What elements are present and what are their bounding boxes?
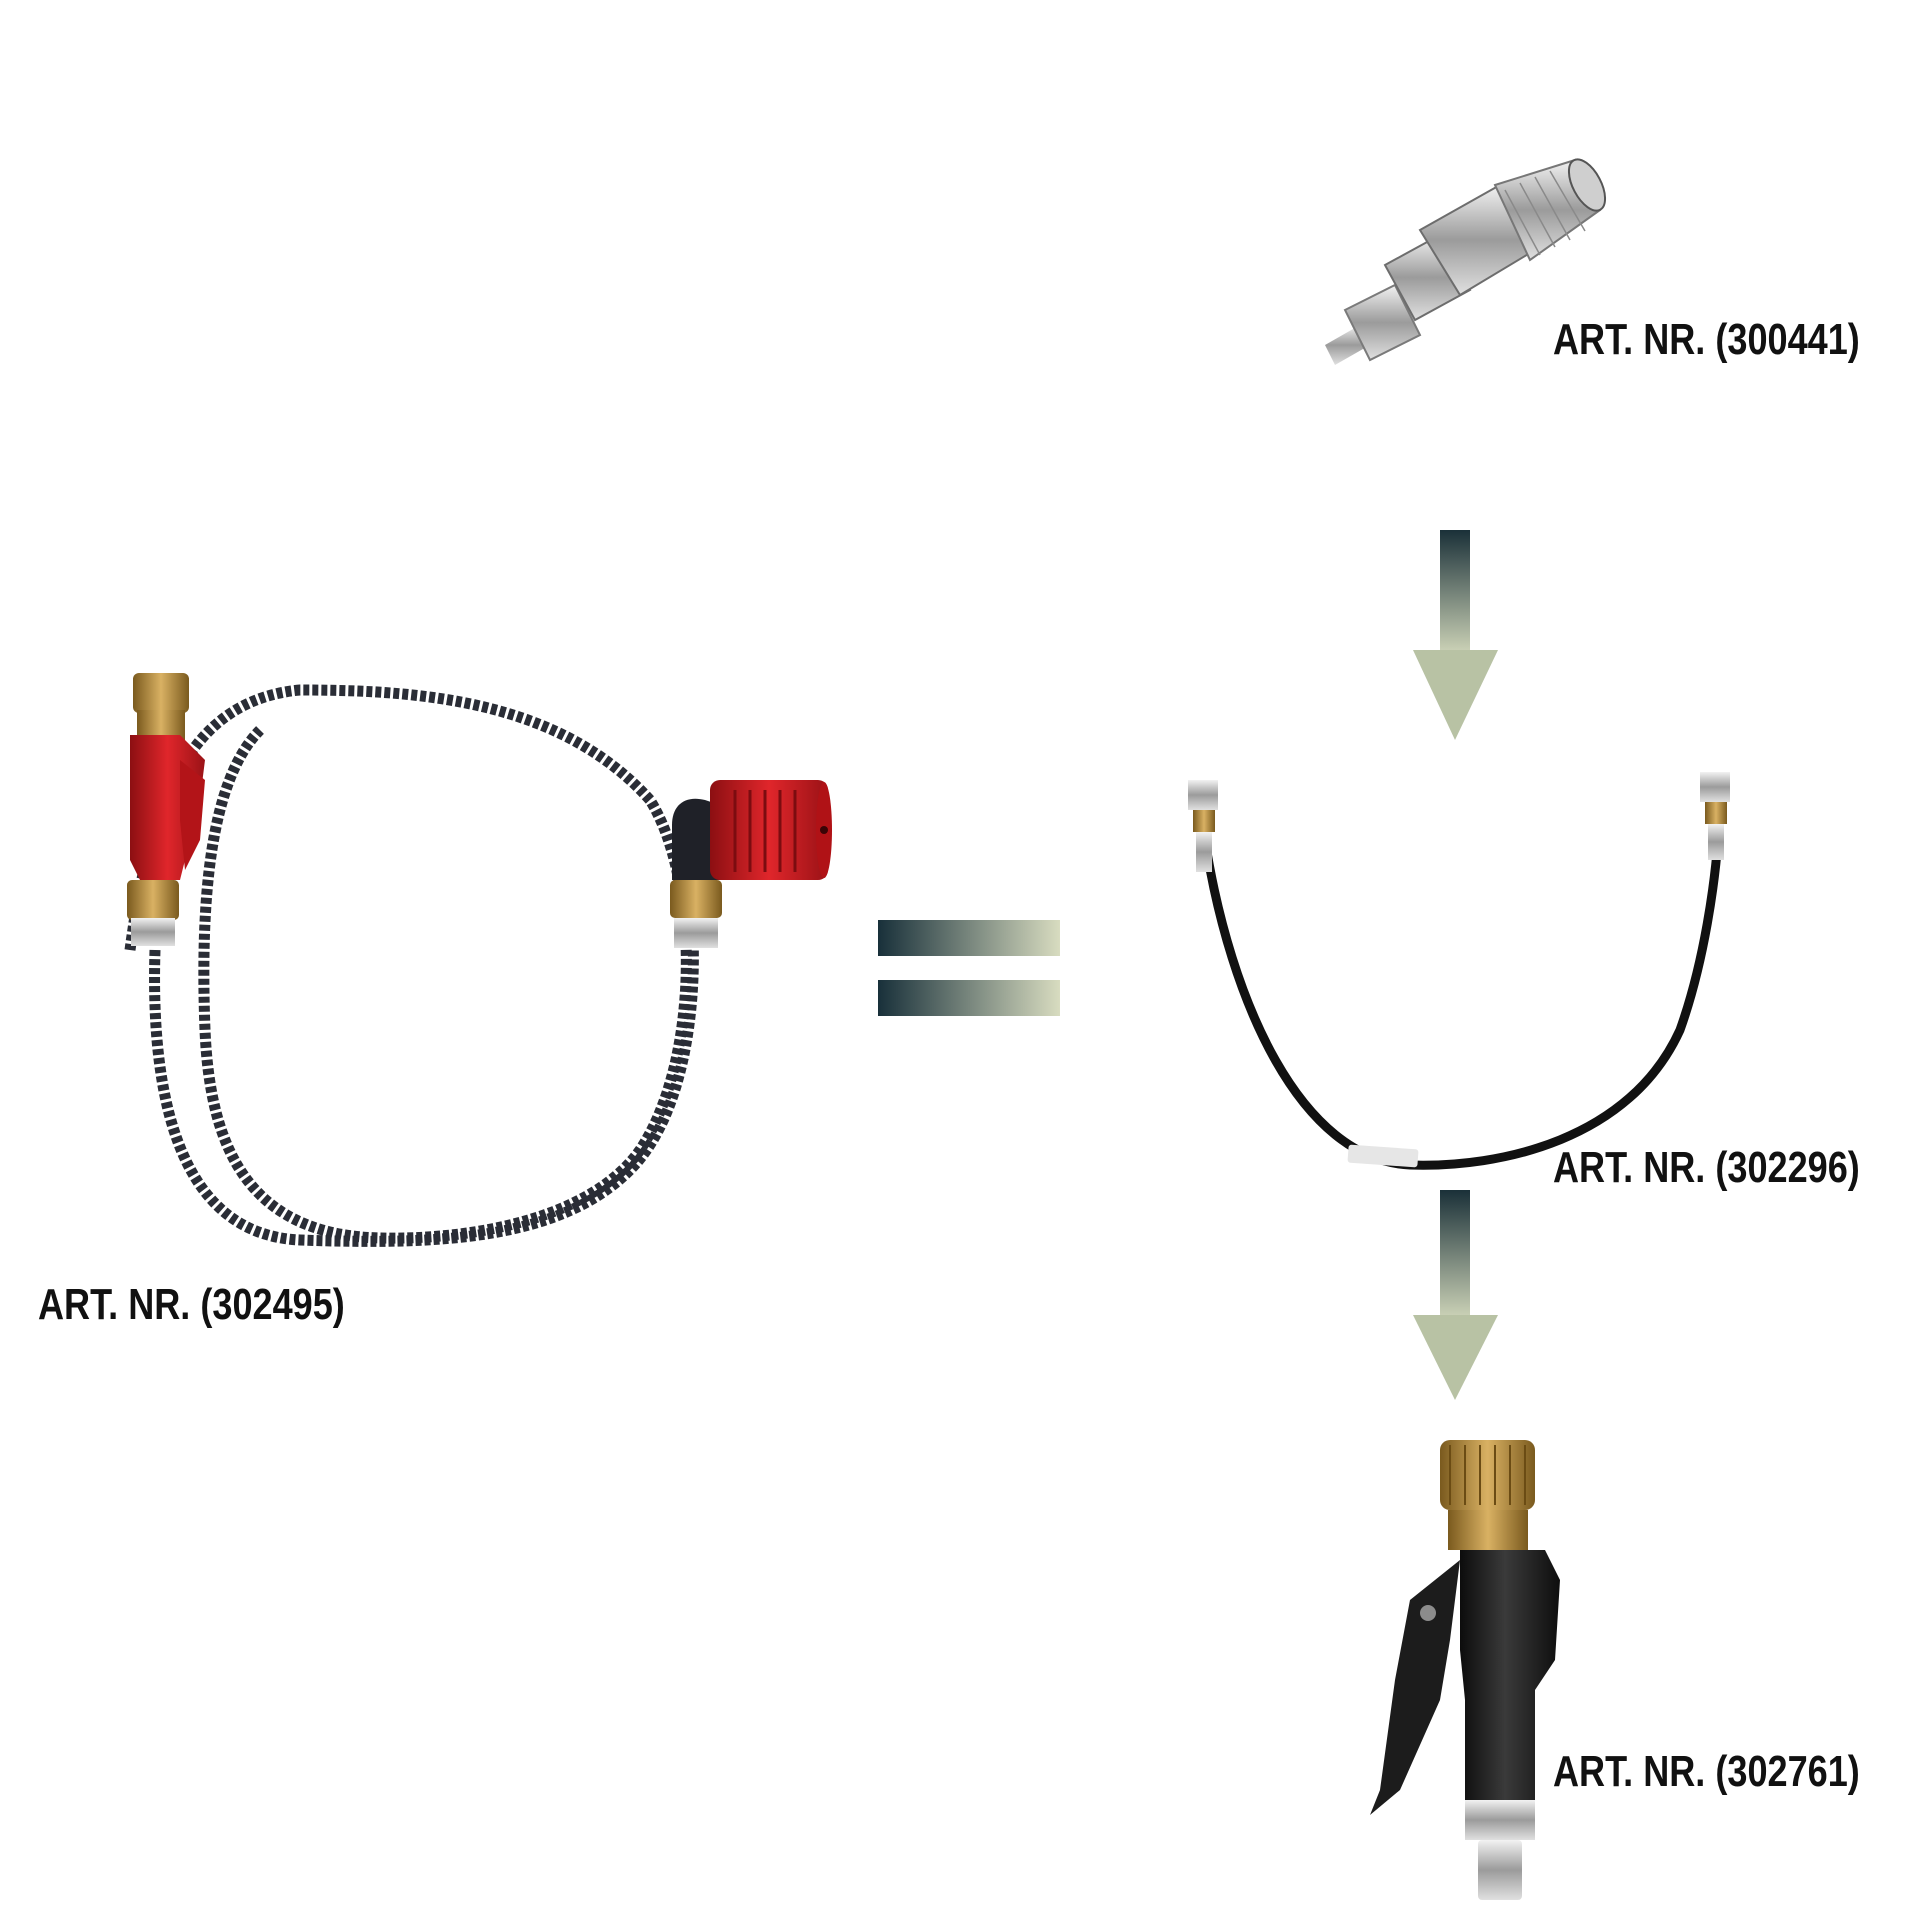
coiled-hose — [124, 684, 699, 1247]
trigger-fill-valve-image — [1370, 1440, 1560, 1900]
arrow-down-icon — [1413, 1190, 1498, 1400]
adapter-article-number: ART. NR. (300441) — [1553, 315, 1860, 364]
quick-coupler-adapter-image — [1325, 158, 1607, 365]
hose-article-number: ART. NR. (302296) — [1553, 1143, 1860, 1192]
left-valve-assembly — [127, 673, 205, 946]
kit-article-number: ART. NR. (302495) — [38, 1280, 345, 1329]
filling-kit-image — [124, 673, 832, 1247]
valve-article-number: ART. NR. (302761) — [1553, 1747, 1860, 1796]
high-pressure-hose-image — [1188, 772, 1730, 1170]
right-refill-adapter — [670, 780, 832, 948]
equals-sign — [878, 920, 1060, 1016]
arrow-down-icon — [1413, 530, 1498, 740]
